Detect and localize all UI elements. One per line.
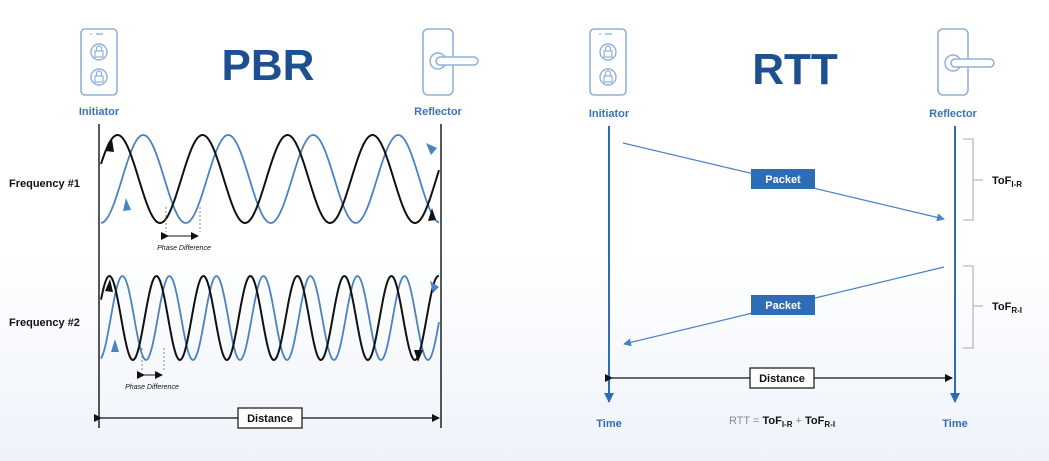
- wave-arrowhead: [105, 279, 113, 292]
- tof-ri-bracket: [963, 265, 974, 349]
- frequency-2-label: Frequency #2: [9, 317, 80, 329]
- time-left-label: Time: [596, 418, 621, 430]
- frequency-1-outgoing-wave: [100, 134, 440, 225]
- frequency-2-return-wave: [100, 275, 440, 361]
- rtt-distance-box: [749, 367, 815, 389]
- frequency-2-outgoing-wave: [100, 275, 439, 362]
- wave-arrowhead: [123, 198, 131, 211]
- rtt-panel: Initiator RTT Reflector Time Time Packet…: [589, 28, 1022, 430]
- packet-1-box: [751, 169, 815, 189]
- pbr-initiator-label: Initiator: [79, 106, 120, 118]
- pbr-panel: Initiator PBR Reflector Frequency #1 Fre…: [9, 28, 479, 429]
- pbr-distance-label: Distance: [247, 413, 293, 425]
- frequency-1-return-wave: [100, 134, 440, 224]
- pbr-reflector-label: Reflector: [414, 106, 462, 118]
- rtt-initiator-label: Initiator: [589, 108, 630, 120]
- rtt-title: RTT: [752, 45, 838, 94]
- wave-arrowhead: [414, 350, 423, 362]
- phase-difference-2-label: Phase Difference: [125, 384, 179, 391]
- packet-2-label: Packet: [765, 300, 801, 312]
- phase-difference-1-label: Phase Difference: [157, 245, 211, 252]
- frequency-1-label: Frequency #1: [9, 178, 80, 190]
- wave-arrowhead: [426, 143, 437, 155]
- pbr-reflector-door-handle-icon: [422, 28, 479, 96]
- rtt-initiator-smartphone-lock-icon: [589, 28, 627, 96]
- pbr-distance-box: [237, 407, 303, 429]
- tof-ri-label: ToFR-I: [992, 301, 1022, 315]
- rtt-reflector-door-handle-icon: [937, 28, 995, 96]
- wave-arrowhead: [430, 281, 439, 293]
- packet-2-box: [751, 295, 815, 315]
- time-right-label: Time: [942, 418, 967, 430]
- tof-ir-bracket: [963, 138, 974, 221]
- wave-arrowhead: [428, 208, 436, 221]
- tof-ir-label: ToFI-R: [992, 175, 1022, 189]
- wave-arrowhead: [105, 139, 114, 152]
- rtt-reflector-label: Reflector: [929, 108, 977, 120]
- packet-1-label: Packet: [765, 174, 801, 186]
- pbr-initiator-smartphone-lock-icon: [80, 28, 118, 96]
- wave-arrowhead: [111, 339, 119, 352]
- rtt-formula: RTT = ToFI-R + ToFR-I: [729, 415, 835, 429]
- pbr-title: PBR: [222, 41, 315, 90]
- rtt-distance-label: Distance: [759, 373, 805, 385]
